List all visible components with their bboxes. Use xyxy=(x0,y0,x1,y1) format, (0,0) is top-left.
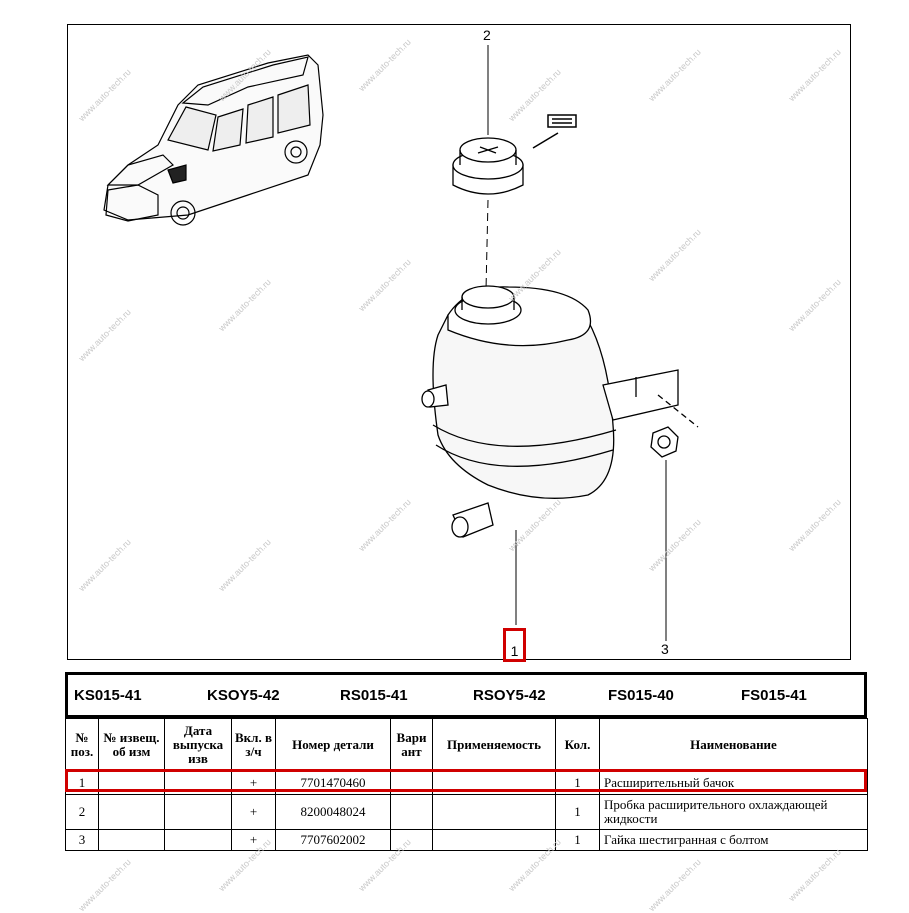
header-applicability: Применяемость xyxy=(432,718,556,772)
cell-notice xyxy=(98,771,165,795)
cell-variant xyxy=(390,771,433,795)
cell-incl: + xyxy=(231,771,276,795)
cell-variant xyxy=(390,794,433,830)
callout-2: 2 xyxy=(483,27,491,43)
car-illustration xyxy=(103,54,324,226)
cell-date xyxy=(164,794,232,830)
watermark-text: www.auto-tech.ru xyxy=(76,856,133,913)
expansion-tank-drawing xyxy=(421,285,699,538)
cell-incl: + xyxy=(231,794,276,830)
callout-3: 3 xyxy=(661,641,669,657)
gasket-symbol xyxy=(532,114,577,149)
model-code: RSOY5-42 xyxy=(473,686,546,704)
watermark-text: www.auto-tech.ru xyxy=(786,846,843,904)
table-row[interactable]: 2 + 8200048024 1 Пробка расширительного … xyxy=(65,794,868,830)
nut-drawing xyxy=(650,426,679,458)
table-row[interactable]: 3 + 7707602002 1 Гайка шестигранная с бо… xyxy=(65,829,868,851)
header-name: Наименование xyxy=(599,718,868,772)
cell-applicability xyxy=(432,794,556,830)
cell-qty: 1 xyxy=(555,794,600,830)
cell-variant xyxy=(390,829,433,851)
cell-applicability xyxy=(432,829,556,851)
header-date: Дата выпуска изв xyxy=(164,718,232,772)
header-pos: № поз. xyxy=(65,718,99,772)
header-variant: Вари ант xyxy=(390,718,433,772)
model-code: FS015-41 xyxy=(741,686,807,704)
cell-incl: + xyxy=(231,829,276,851)
cell-qty: 1 xyxy=(555,829,600,851)
cell-applicability xyxy=(432,771,556,795)
cell-part-number: 7701470460 xyxy=(275,771,391,795)
cell-date xyxy=(164,771,232,795)
cell-pos: 1 xyxy=(65,771,99,795)
watermark-text: www.auto-tech.ru xyxy=(646,856,703,913)
exploded-view-drawing xyxy=(103,45,699,641)
cell-pos: 2 xyxy=(65,794,99,830)
cell-part-number: 8200048024 xyxy=(275,794,391,830)
radiator-cap-drawing xyxy=(452,137,524,195)
table-header-row: № поз. № извещ. об изм Дата выпуска изв … xyxy=(65,718,868,772)
model-code: RS015-41 xyxy=(340,686,408,704)
cell-date xyxy=(164,829,232,851)
parts-diagram xyxy=(67,24,851,660)
cell-notice xyxy=(98,794,165,830)
header-notice: № извещ. об изм xyxy=(98,718,165,772)
parts-table: № поз. № извещ. об изм Дата выпуска изв … xyxy=(65,718,868,851)
model-code: KS015-41 xyxy=(74,686,142,704)
cell-pos: 3 xyxy=(65,829,99,851)
model-code: KSOY5-42 xyxy=(207,686,280,704)
model-code: FS015-40 xyxy=(608,686,674,704)
cell-name: Расширительный бачок xyxy=(599,771,868,795)
cell-name: Пробка расширительного охлаждающей жидко… xyxy=(599,794,868,830)
header-qty: Кол. xyxy=(555,718,600,772)
header-part-number: Номер детали xyxy=(275,718,391,772)
cell-qty: 1 xyxy=(555,771,600,795)
table-row[interactable]: 1 + 7701470460 1 Расширительный бачок xyxy=(65,771,868,795)
cell-name: Гайка шестигранная с болтом xyxy=(599,829,868,851)
header-incl: Вкл. в з/ч xyxy=(231,718,276,772)
model-codes-bar: KS015-41 KSOY5-42 RS015-41 RSOY5-42 FS01… xyxy=(65,672,867,718)
callout-1: 1 xyxy=(503,628,526,662)
cell-notice xyxy=(98,829,165,851)
cell-part-number: 7707602002 xyxy=(275,829,391,851)
